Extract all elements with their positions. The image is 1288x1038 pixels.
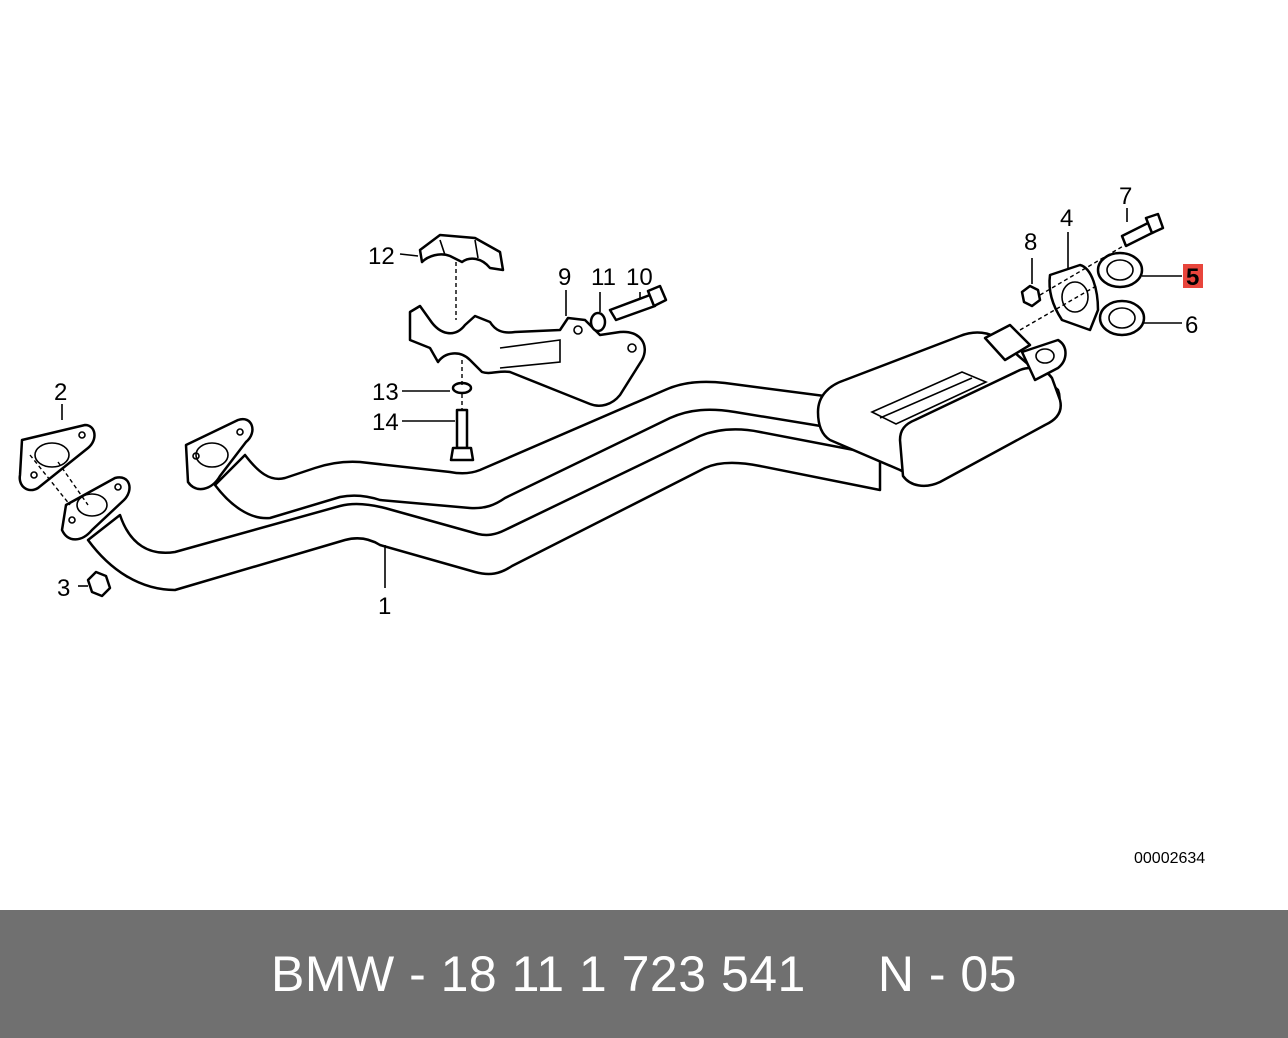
callout-10: 10 [626, 264, 653, 291]
callout-7: 7 [1119, 183, 1132, 210]
bolt-7 [1120, 212, 1165, 248]
callout-2: 2 [54, 379, 67, 406]
bolt-14 [449, 408, 475, 462]
flange-2 [18, 423, 96, 492]
catalytic-converter [816, 323, 1067, 488]
drawing-number: 00002634 [1134, 850, 1205, 867]
bolt-10 [608, 284, 668, 322]
callout-5: 5 [1186, 264, 1199, 291]
callout-4: 4 [1060, 205, 1073, 232]
callout-13: 13 [372, 379, 399, 406]
callout-5-highlight [1183, 264, 1203, 288]
ring-5 [1096, 251, 1144, 289]
exhaust-parts-diagram: 1 2 3 4 5 6 7 8 9 10 11 12 13 14 0000263… [18, 183, 1205, 867]
callout-9: 9 [558, 264, 571, 291]
callout-11: 11 [591, 264, 616, 291]
ring-6 [1098, 299, 1146, 337]
hanger-bracket [408, 304, 646, 407]
callout-1: 1 [378, 593, 391, 620]
nut-3 [86, 570, 112, 598]
part-number-text: BMW - 18 11 1 723 541 N - 05 [271, 946, 1017, 1002]
callout-6: 6 [1185, 312, 1198, 339]
pipe-clamp [418, 233, 505, 272]
washer-11 [589, 311, 607, 333]
callout-12: 12 [368, 243, 395, 270]
gasket-4 [1048, 263, 1100, 332]
callout-3: 3 [57, 575, 70, 602]
front-pipe [60, 380, 882, 592]
callout-8: 8 [1024, 229, 1037, 256]
callout-14: 14 [372, 409, 399, 436]
nut-8 [1020, 284, 1042, 308]
part-number-footer: BMW - 18 11 1 723 541 N - 05 [0, 910, 1288, 1038]
